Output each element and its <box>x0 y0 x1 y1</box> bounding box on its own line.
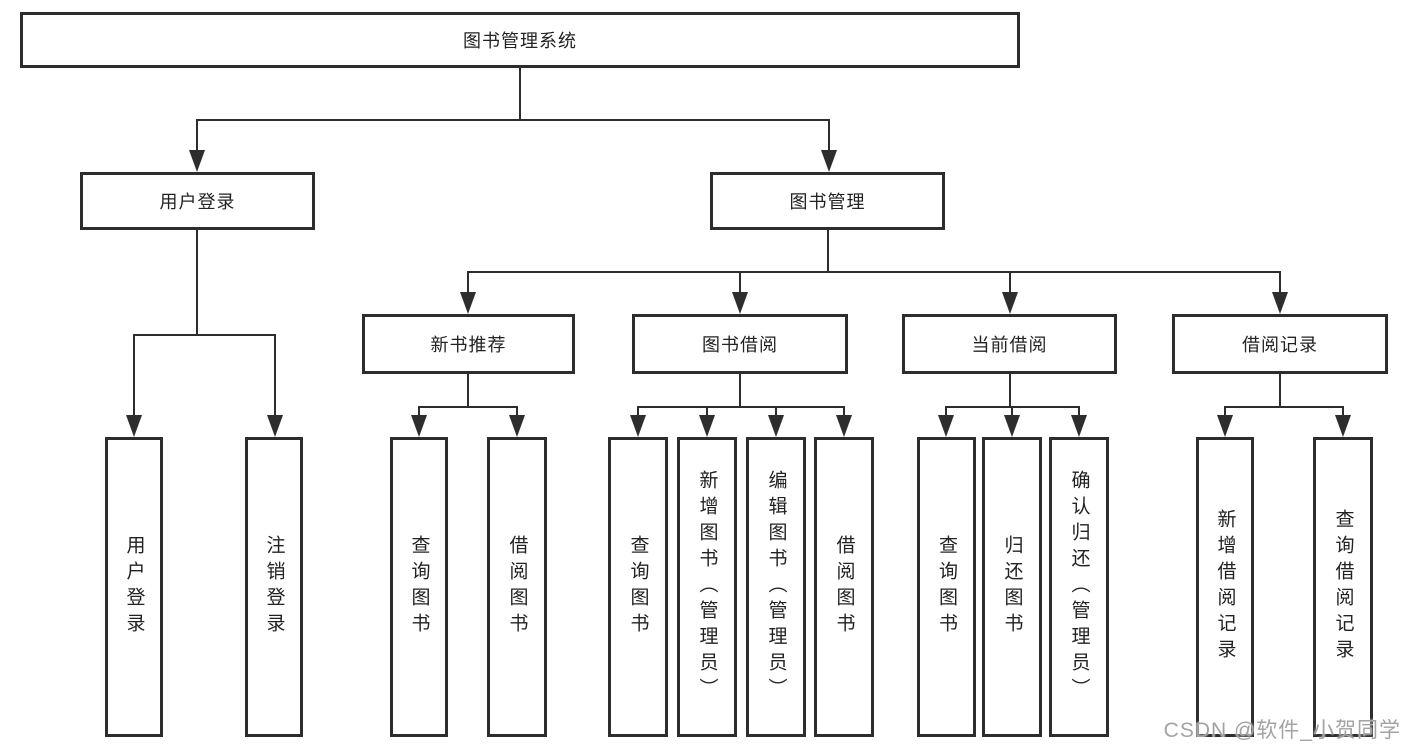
node-borrowing-records-label: 借阅记录 <box>1242 335 1318 355</box>
arrowhead-bb-add <box>699 415 715 437</box>
connector-drop-nb-query <box>418 406 420 420</box>
connector-borrow-records-rail <box>1224 406 1343 408</box>
node-book-borrowing: 图书借阅 <box>632 314 848 374</box>
connector-book-mgmt-stem <box>827 230 829 273</box>
connector-drop-bb-add <box>706 406 708 420</box>
leaf-br-add-record-label: 新增借阅记录 <box>1214 509 1236 665</box>
leaf-user-login: 用户登录 <box>105 437 163 737</box>
leaf-nb-query-books-label: 查询图书 <box>408 535 430 639</box>
node-user-login-label: 用户登录 <box>159 192 236 212</box>
leaf-br-query-record-label: 查询借阅记录 <box>1332 509 1354 665</box>
node-book-management-label: 图书管理 <box>789 192 866 212</box>
leaf-nb-query-books: 查询图书 <box>390 437 448 737</box>
leaf-cb-confirm-return-admin: 确认归还（管理员） <box>1049 437 1109 737</box>
connector-drop-br-add <box>1224 406 1226 420</box>
connector-drop-cb-confirm <box>1078 406 1080 420</box>
arrowhead-borrow-records <box>1272 292 1288 314</box>
leaf-cb-query-books-label: 查询图书 <box>936 535 957 639</box>
arrowhead-br-query <box>1335 415 1351 437</box>
connector-level2-rail <box>196 119 830 121</box>
leaf-logout-label: 注销登录 <box>263 535 285 639</box>
leaf-cb-return-books: 归还图书 <box>982 437 1042 737</box>
leaf-user-login-label: 用户登录 <box>123 535 145 639</box>
node-root: 图书管理系统 <box>20 12 1020 68</box>
connector-drop-login-leaf <box>133 334 135 419</box>
connector-user-login-stem <box>196 230 198 336</box>
node-current-borrowing-label: 当前借阅 <box>971 335 1048 355</box>
leaf-bb-borrow-books-label: 借阅图书 <box>833 535 855 639</box>
leaf-bb-query-books-label: 查询图书 <box>627 535 649 639</box>
leaf-cb-query-books: 查询图书 <box>917 437 976 737</box>
leaf-bb-add-books-admin: 新增图书（管理员） <box>677 437 737 737</box>
arrowhead-cb-query <box>938 415 954 437</box>
connector-drop-nb-borrow <box>516 406 518 420</box>
arrowhead-cb-return <box>1004 415 1020 437</box>
connector-drop-book-borrow <box>739 271 741 295</box>
leaf-nb-borrow-books-label: 借阅图书 <box>506 535 528 639</box>
arrowhead-bb-query <box>630 415 646 437</box>
node-new-book-recommend: 新书推荐 <box>362 314 575 374</box>
connector-book-borrow-stem <box>739 374 741 408</box>
connector-current-borrow-stem <box>1009 374 1011 408</box>
connector-drop-user-login <box>196 119 198 157</box>
arrowhead-user-login <box>189 150 205 172</box>
csdn-watermark: CSDN @软件_小贺同学 <box>1163 719 1401 742</box>
node-user-login: 用户登录 <box>80 172 315 230</box>
node-root-label: 图书管理系统 <box>463 31 577 51</box>
connector-user-login-rail <box>133 334 276 336</box>
arrowhead-bb-edit <box>768 415 784 437</box>
connector-drop-cb-query <box>945 406 947 420</box>
connector-root-stem <box>519 68 521 121</box>
connector-new-books-rail <box>418 406 518 408</box>
node-new-book-recommend-label: 新书推荐 <box>430 335 507 355</box>
connector-drop-new-books <box>467 271 469 295</box>
arrowhead-book-borrow <box>732 292 748 314</box>
connector-drop-bb-edit <box>775 406 777 420</box>
node-current-borrowing: 当前借阅 <box>902 314 1117 374</box>
leaf-bb-add-books-admin-label: 新增图书（管理员） <box>696 470 718 704</box>
arrowhead-nb-query <box>411 415 427 437</box>
connector-borrow-records-stem <box>1279 374 1281 408</box>
leaf-cb-confirm-return-admin-label: 确认归还（管理员） <box>1068 470 1090 704</box>
connector-drop-br-query <box>1342 406 1344 420</box>
connector-book-borrow-rail <box>637 406 844 408</box>
arrowhead-current-borrow <box>1002 292 1018 314</box>
connector-drop-borrow-records <box>1279 271 1281 295</box>
leaf-br-add-record: 新增借阅记录 <box>1196 437 1254 737</box>
arrowhead-br-add <box>1217 415 1233 437</box>
connector-new-books-stem <box>467 374 469 408</box>
node-book-management: 图书管理 <box>710 172 945 230</box>
arrowhead-bb-borrow <box>836 415 852 437</box>
leaf-cb-return-books-label: 归还图书 <box>1001 535 1023 639</box>
arrowhead-login-leaf <box>126 415 142 437</box>
connector-drop-logout-leaf <box>274 334 276 419</box>
arrowhead-cb-confirm <box>1071 415 1087 437</box>
leaf-bb-edit-books-admin: 编辑图书（管理员） <box>746 437 806 737</box>
node-borrowing-records: 借阅记录 <box>1172 314 1388 374</box>
leaf-nb-borrow-books: 借阅图书 <box>487 437 547 737</box>
leaf-logout: 注销登录 <box>245 437 303 737</box>
connector-drop-cb-return <box>1011 406 1013 420</box>
arrowhead-nb-borrow <box>509 415 525 437</box>
connector-drop-bb-borrow <box>843 406 845 420</box>
node-book-borrowing-label: 图书借阅 <box>702 335 778 355</box>
leaf-br-query-record: 查询借阅记录 <box>1313 437 1373 737</box>
connector-drop-current-borrow <box>1009 271 1011 295</box>
connector-drop-bb-query <box>637 406 639 420</box>
arrowhead-new-books <box>460 292 476 314</box>
connector-level3-rail <box>467 271 1281 273</box>
arrowhead-book-mgmt <box>821 150 837 172</box>
leaf-bb-borrow-books: 借阅图书 <box>814 437 874 737</box>
connector-drop-book-mgmt <box>828 119 830 157</box>
leaf-bb-query-books: 查询图书 <box>608 437 668 737</box>
arrowhead-logout-leaf <box>267 415 283 437</box>
leaf-bb-edit-books-admin-label: 编辑图书（管理员） <box>765 470 787 704</box>
